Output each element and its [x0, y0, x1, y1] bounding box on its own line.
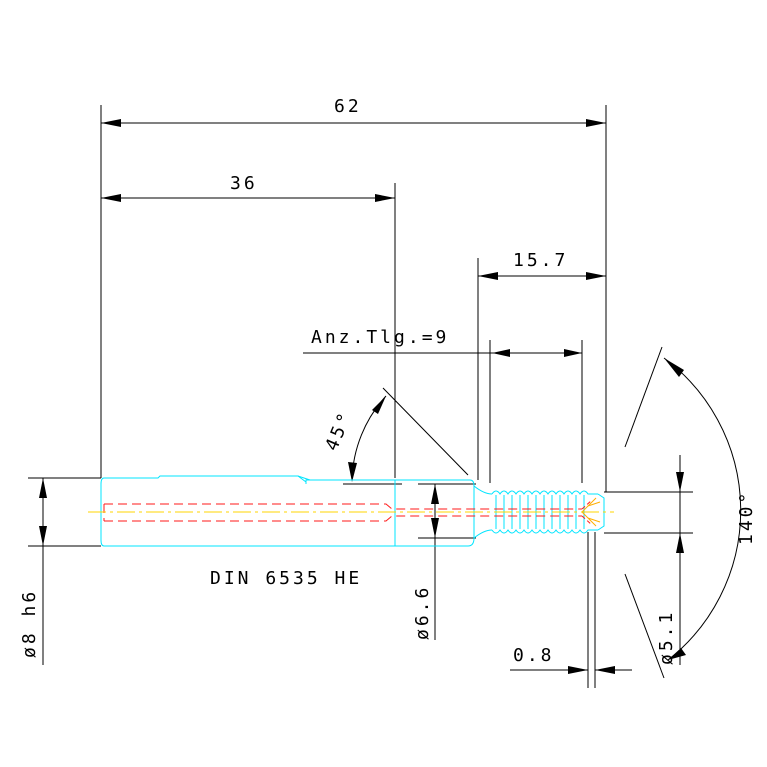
dim-label-36: 36: [230, 173, 258, 194]
chamfer-leader: [382, 387, 469, 476]
shank-flat-line: [160, 475, 311, 481]
extension-lines: [28, 105, 693, 688]
tip-point: [581, 497, 601, 527]
dimension-shank-diameter: ø8 h6: [19, 478, 47, 665]
shank-diameter-label: ø8 h6: [19, 589, 40, 658]
standard-label: DIN 6535 HE: [210, 568, 362, 589]
shank-outline: [100, 475, 396, 547]
point-angle-label: 140°: [736, 490, 757, 545]
dimension-point-angle: 140°: [663, 357, 757, 661]
neck-taper: [473, 485, 493, 539]
dimension-157: 15.7: [478, 250, 606, 280]
tool-body: [100, 475, 605, 547]
dimension-neck-diameter: ø6.6: [412, 484, 439, 640]
thread-diameter-label: ø5.1: [656, 610, 677, 665]
dimension-36: 36: [101, 173, 395, 202]
dimension-flute-count: Anz.Tlg.=9: [303, 327, 582, 357]
tip-length-label: 0.8: [513, 645, 555, 666]
dimension-tip-length: 0.8: [510, 645, 632, 674]
dim-label-157: 15.7: [513, 250, 568, 271]
neck-diameter-label: ø6.6: [412, 585, 433, 640]
flute-count-label: Anz.Tlg.=9: [311, 327, 449, 348]
dimension-62: 62: [101, 96, 606, 127]
point-angle-ext-bottom: [624, 573, 665, 679]
dimension-chamfer-angle: 45°: [321, 395, 387, 482]
dimension-thread-diameter: ø5.1: [656, 455, 684, 665]
dim-label-62: 62: [334, 96, 362, 117]
chamfer-angle-label: 45°: [321, 408, 357, 454]
point-angle-ext-top: [624, 346, 663, 448]
